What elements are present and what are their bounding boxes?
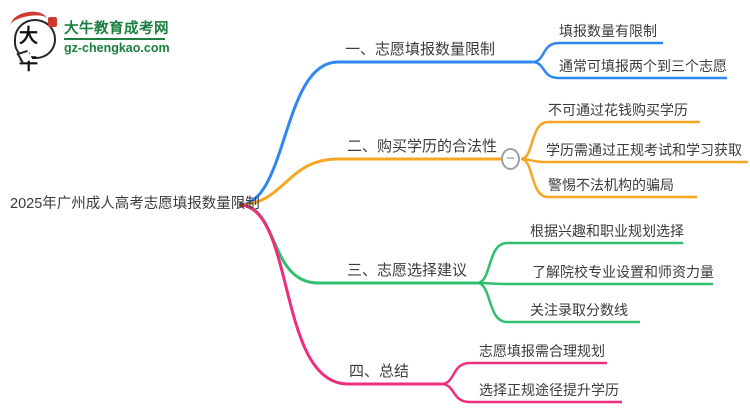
branch-3-child-1-connector: [476, 241, 683, 285]
logo-red-seal-icon: [48, 17, 57, 27]
branch-3-child-2-connector: [476, 281, 713, 286]
branch-3-child-3-connector: [476, 281, 640, 324]
branch-1-child-2-connector: [531, 60, 727, 80]
branch-1-child-1-label[interactable]: 填报数量有限制: [559, 23, 657, 39]
branch-4-child-2-label[interactable]: 选择正规途径提升学历: [479, 382, 619, 398]
branch-2-child-3-connector: [520, 157, 697, 199]
branch-3-label[interactable]: 三、志愿选择建议: [347, 262, 468, 279]
branch-2-label[interactable]: 二、购买学历的合法性: [347, 138, 498, 155]
logo-bubble-text: 大牛: [19, 25, 39, 74]
branch-2-connector: [241, 157, 501, 207]
branch-4-child-1-label[interactable]: 志愿填报需合理规划: [479, 343, 605, 359]
branch-3-child-1-label[interactable]: 根据兴趣和职业规划选择: [530, 223, 684, 239]
branch-2-child-3-label[interactable]: 警惕不法机构的骗局: [548, 177, 674, 193]
branch-3-child-2-label[interactable]: 了解院校专业设置和师资力量: [532, 264, 714, 280]
branch-1-label[interactable]: 一、志愿填报数量限制: [345, 41, 496, 58]
root-topic-label[interactable]: 2025年广州成人高考志愿填报数量限制: [10, 196, 260, 212]
branch-1-connector: [241, 60, 532, 207]
branch-4-label[interactable]: 四、总结: [349, 363, 410, 380]
branch-1-child-2-label[interactable]: 通常可填报两个到三个志愿: [559, 58, 727, 74]
site-logo: 大牛 大牛教育成考网 gz-chengkao.com: [9, 9, 242, 74]
branch-4-connector: [241, 203, 441, 386]
branch-2-collapse-button[interactable]: −: [501, 148, 520, 170]
branch-2-child-1-label[interactable]: 不可通过花钱购买学历: [548, 102, 688, 118]
branch-4-child-2-connector: [440, 382, 622, 404]
logo-site-name: 大牛教育成考网: [64, 21, 169, 37]
logo-divider: [64, 38, 165, 40]
logo-site-domain: gz-chengkao.com: [64, 41, 170, 55]
root-junction-dot: [238, 202, 245, 208]
branch-2-child-2-connector: [520, 157, 748, 164]
branch-3-child-3-label[interactable]: 关注录取分数线: [530, 302, 628, 318]
branch-2-child-1-connector: [520, 120, 700, 161]
branch-2-child-2-label[interactable]: 学历需通过正规考试和学习获取: [546, 142, 742, 158]
